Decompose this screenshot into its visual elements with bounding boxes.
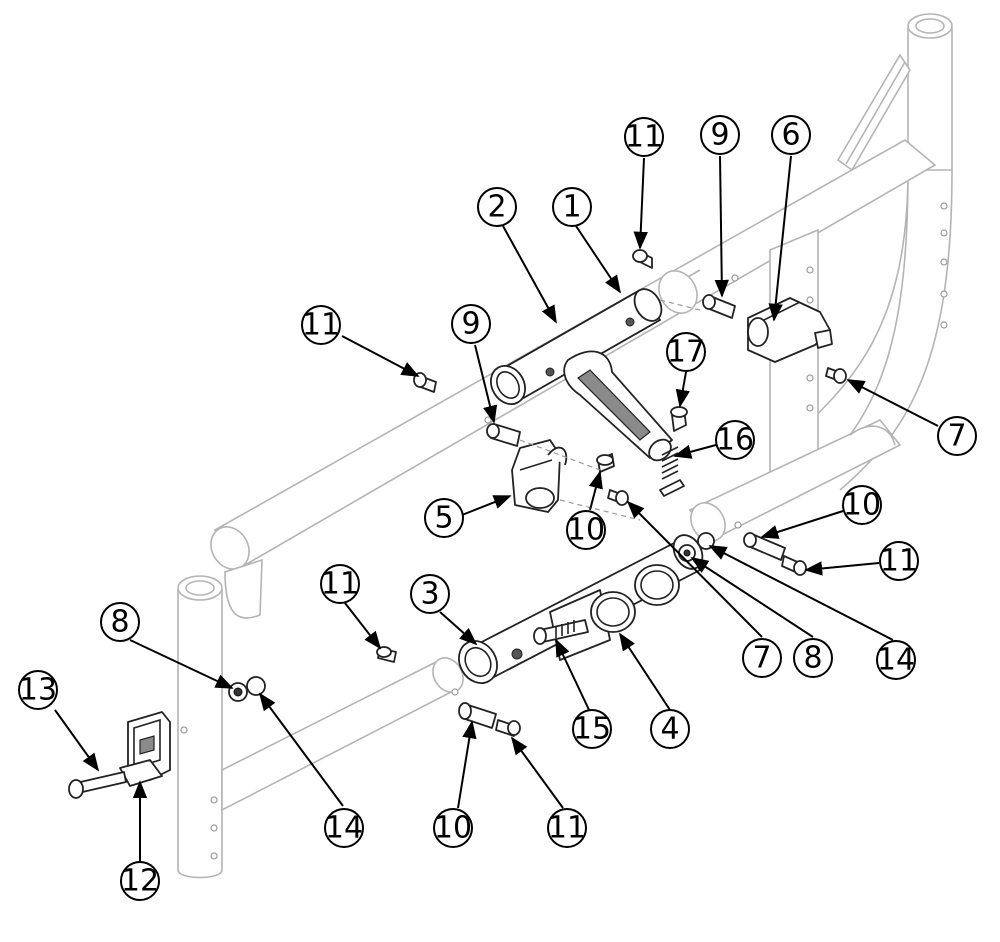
frame-lower-rail	[221, 657, 464, 812]
callout-5: 5	[424, 498, 464, 538]
callout-16: 16	[715, 420, 755, 460]
callout-label: 7	[947, 419, 966, 454]
callout-13: 13	[18, 670, 58, 710]
part-pin-9-lower	[486, 423, 521, 447]
callout-label: 13	[19, 673, 57, 708]
callout-11-top: 11	[624, 117, 664, 157]
callout-17: 17	[666, 332, 706, 372]
part-bolt-11-bottom	[495, 719, 521, 737]
part-screw-10-center	[596, 453, 615, 473]
part-lower-tube-assembly	[458, 534, 704, 684]
part-clamp-6	[747, 297, 833, 363]
frame-hole	[484, 416, 492, 424]
callout-label: 11	[321, 567, 359, 602]
part-bolt-11-top	[632, 249, 653, 269]
callout-label: 11	[302, 308, 340, 343]
part-bolt-11-right	[781, 555, 807, 576]
callout-11-bottom: 11	[547, 808, 587, 848]
callout-11-lower: 11	[320, 564, 360, 604]
callout-3: 3	[410, 574, 450, 614]
part-clamp-5	[511, 439, 568, 513]
part-nut-14-left	[246, 676, 266, 696]
callout-label: 10	[567, 513, 605, 548]
callout-label: 3	[420, 577, 439, 612]
callout-label: 5	[434, 501, 453, 536]
callout-label: 17	[667, 335, 705, 370]
callout-label: 2	[487, 190, 506, 225]
part-bolt-7-right	[825, 367, 847, 384]
callout-9-lower: 9	[451, 304, 491, 344]
callout-label: 6	[781, 118, 800, 153]
callout-8-left: 8	[100, 602, 140, 642]
frame-brace	[836, 53, 911, 172]
callout-12: 12	[120, 861, 160, 901]
callout-label: 14	[877, 643, 915, 678]
callout-9-upper: 9	[700, 115, 740, 155]
callout-4: 4	[650, 709, 690, 749]
callout-label: 12	[121, 864, 159, 899]
callout-14-right: 14	[876, 640, 916, 680]
callout-label: 7	[752, 641, 771, 676]
callout-11-left: 11	[301, 305, 341, 345]
callout-label: 9	[710, 118, 729, 153]
callout-14-left: 14	[324, 808, 364, 848]
callout-label: 1	[562, 190, 581, 225]
part-pin-10-lower	[458, 702, 497, 729]
callout-6: 6	[771, 115, 811, 155]
callout-label: 9	[461, 307, 480, 342]
callout-15: 15	[572, 709, 612, 749]
part-bolt-7-center	[607, 489, 629, 506]
callout-1: 1	[552, 187, 592, 227]
callout-label: 4	[660, 712, 679, 747]
callout-label: 11	[625, 120, 663, 155]
callout-label: 11	[548, 811, 586, 846]
callout-10-lower: 10	[433, 808, 473, 848]
part-bolt-13	[68, 771, 127, 799]
part-washer-8-left	[228, 682, 248, 702]
callout-label: 11	[880, 544, 918, 579]
frame-left-post	[177, 575, 223, 879]
leader-lines	[54, 155, 939, 862]
part-spring	[659, 446, 685, 497]
part-bolt-15	[533, 619, 589, 645]
frame-hole	[731, 274, 739, 282]
callout-label: 8	[803, 641, 822, 676]
callout-10-right: 10	[842, 485, 882, 525]
callout-11-right: 11	[879, 541, 919, 581]
wheelchair-frame	[177, 13, 953, 879]
callout-label: 8	[110, 605, 129, 640]
callout-label: 15	[573, 712, 611, 747]
callout-label: 14	[325, 811, 363, 846]
callout-10-center: 10	[566, 510, 606, 550]
callout-label: 10	[434, 811, 472, 846]
callout-8-right: 8	[793, 638, 833, 678]
part-screw-17	[670, 406, 688, 432]
part-pin-9-upper	[702, 294, 736, 319]
assembly-guide-lines	[519, 299, 701, 521]
callout-7-right: 7	[937, 416, 977, 456]
callout-7-center: 7	[742, 638, 782, 678]
callout-label: 16	[716, 423, 754, 458]
callout-label: 10	[843, 488, 881, 523]
part-bolt-11-lower	[376, 646, 397, 663]
part-nut-14-right	[697, 532, 715, 550]
frame-lower-right-rail	[688, 419, 902, 542]
callout-2: 2	[477, 187, 517, 227]
part-bracket-12	[119, 711, 171, 787]
part-pin-10-right	[743, 532, 786, 561]
part-t-tube-assembly	[490, 288, 673, 462]
